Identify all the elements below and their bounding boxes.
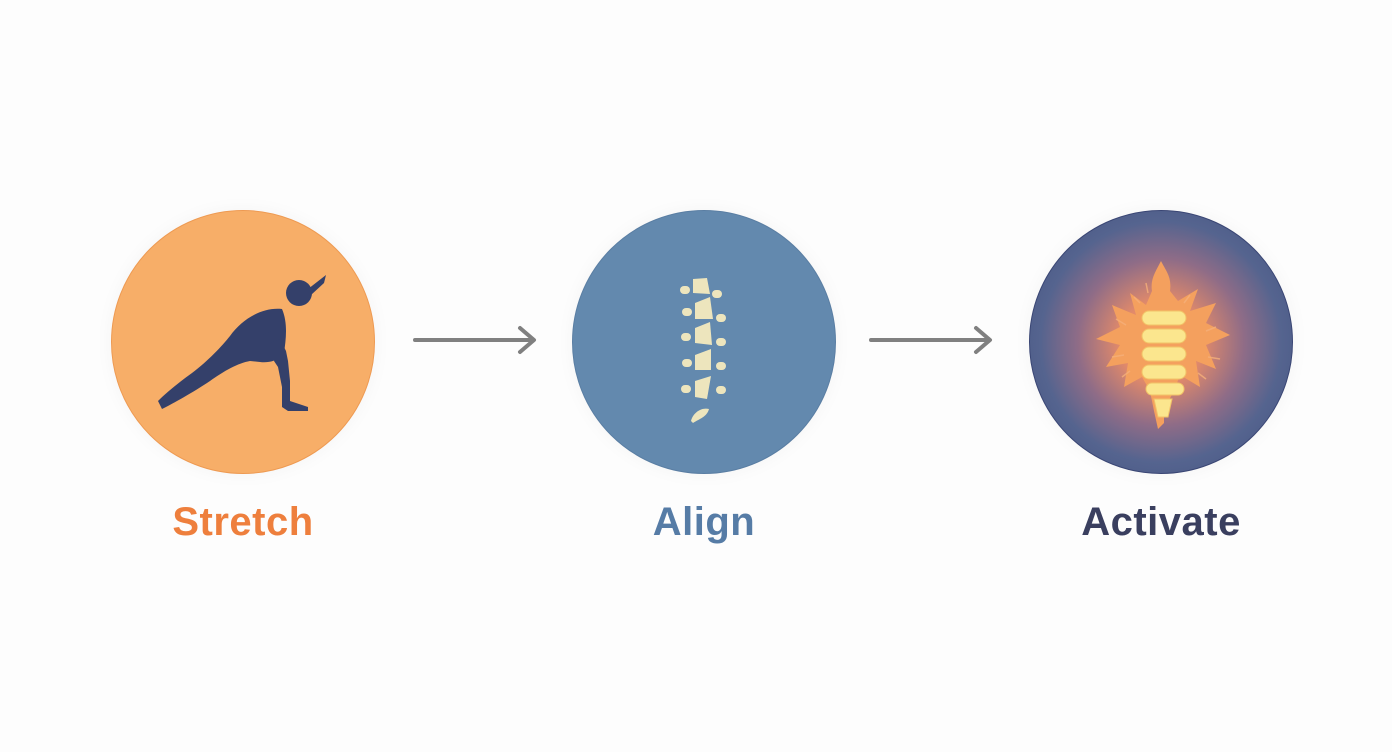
arrow-right-icon <box>413 326 536 354</box>
align-circle <box>572 210 836 474</box>
step-label: Activate <box>1081 500 1241 544</box>
stretch-circle <box>111 210 375 474</box>
activate-circle <box>1029 210 1293 474</box>
spine-icon <box>680 278 726 423</box>
step-stretch: Stretch <box>111 210 375 544</box>
step-label: Align <box>652 500 756 544</box>
glowing-spine-icon <box>1096 261 1230 429</box>
step-align: Align <box>572 210 836 544</box>
step-activate: Activate <box>1029 210 1293 544</box>
step-label: Stretch <box>172 500 314 544</box>
arrow-right-icon <box>869 326 992 354</box>
stretching-person-icon <box>158 275 326 411</box>
